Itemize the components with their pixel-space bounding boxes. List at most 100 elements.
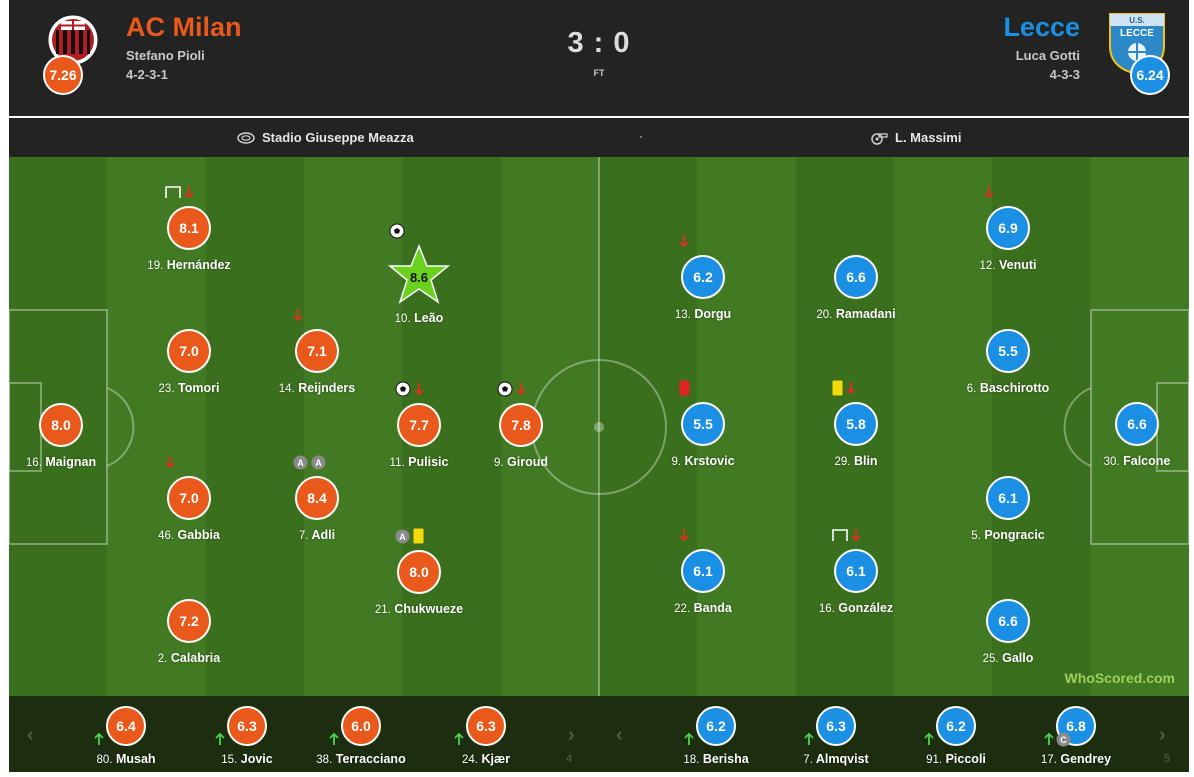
man-of-the-match-star-icon: 8.6 bbox=[387, 243, 451, 306]
player-number: 46. bbox=[158, 530, 175, 542]
player-name: 29. Blin bbox=[776, 454, 936, 468]
player-number: 7. bbox=[298, 530, 309, 542]
svg-text:A: A bbox=[315, 458, 322, 468]
player-name: 30. Falcone bbox=[1057, 454, 1189, 468]
watermark-text: WhoScored.com bbox=[1064, 670, 1175, 686]
player-name-text: Hernández bbox=[166, 258, 231, 272]
player-name: 17. Gendrey bbox=[996, 752, 1156, 766]
player-name: 24. Kjær bbox=[406, 752, 566, 766]
subs-next-arrow-home[interactable]: › bbox=[568, 724, 575, 746]
subs-prev-arrow-home[interactable]: ‹ bbox=[27, 724, 34, 746]
sub-off-arrow-icon bbox=[846, 382, 856, 395]
player-event-icons bbox=[165, 184, 225, 200]
goal-frame-icon bbox=[165, 186, 181, 198]
player-rating: 5.8 bbox=[834, 402, 878, 446]
player-name-text: Berisha bbox=[702, 752, 749, 766]
player-name-text: Banda bbox=[693, 601, 732, 615]
player-name: 18. Berisha bbox=[636, 752, 796, 766]
subs-next-arrow-away[interactable]: › bbox=[1159, 724, 1166, 746]
player-event-icons bbox=[165, 454, 225, 470]
player-number: 5. bbox=[971, 530, 981, 542]
sub-on-arrow-icon bbox=[924, 732, 934, 745]
sub-off-arrow-icon bbox=[851, 529, 861, 542]
player-number: 7. bbox=[803, 754, 813, 766]
sub-on-arrow-icon bbox=[1044, 732, 1054, 745]
player-name-text: Adli bbox=[311, 528, 336, 542]
player-name: 23. Tomori bbox=[109, 381, 269, 395]
player-rating: 6.9 bbox=[986, 206, 1030, 250]
assist-icon: A bbox=[311, 455, 326, 469]
player-name-text: Maignan bbox=[45, 455, 97, 469]
home-team-name[interactable]: AC Milan bbox=[126, 12, 242, 42]
player-number: 6. bbox=[966, 383, 977, 395]
player-name-text: Reijnders bbox=[298, 381, 356, 395]
away-subs-next-partial: 5 bbox=[1164, 753, 1171, 765]
player-name-text: Gallo bbox=[1002, 651, 1034, 665]
away-team-meta: Luca Gotti 4-3-3 bbox=[1016, 46, 1080, 84]
player-name-text: Pulisic bbox=[408, 455, 449, 469]
player-name: 14. Reijnders bbox=[237, 381, 397, 395]
player-rating: 6.3 bbox=[466, 706, 506, 746]
player-number: 29. bbox=[834, 456, 851, 468]
player-rating: 6.3 bbox=[227, 706, 267, 746]
player-name: 91. Piccoli bbox=[876, 752, 1036, 766]
sub-on-arrow-icon bbox=[94, 732, 104, 745]
player-number: 25. bbox=[982, 653, 999, 665]
player-rating: 6.4 bbox=[106, 706, 146, 746]
player-number: 91. bbox=[926, 754, 943, 766]
pitch-stripe bbox=[894, 157, 994, 696]
player-rating: 6.6 bbox=[834, 255, 878, 299]
player-rating: 6.1 bbox=[834, 549, 878, 593]
player-name: 16. González bbox=[776, 601, 936, 615]
match-status: FT bbox=[593, 68, 605, 78]
pitch-stripe bbox=[304, 157, 404, 696]
home-team-crest[interactable] bbox=[47, 12, 99, 68]
red-card-icon bbox=[679, 380, 690, 396]
player-name: 11. Pulisic bbox=[339, 455, 499, 469]
sub-off-arrow-icon bbox=[293, 309, 303, 322]
svg-text:C: C bbox=[1060, 735, 1067, 745]
goal-ball-icon bbox=[389, 223, 405, 239]
player-name-text: Krstovic bbox=[684, 454, 735, 468]
player-name-text: Blin bbox=[853, 454, 878, 468]
player-rating: 7.1 bbox=[295, 329, 339, 373]
player-rating: 6.2 bbox=[696, 706, 736, 746]
sub-off-arrow-icon bbox=[165, 456, 175, 469]
home-manager: Stefano Pioli bbox=[126, 48, 205, 63]
sub-off-arrow-icon bbox=[679, 529, 689, 542]
player-event-icons bbox=[395, 381, 455, 397]
player-name-text: González bbox=[838, 601, 894, 615]
subs-prev-arrow-away[interactable]: ‹ bbox=[616, 724, 623, 746]
player-event-icons bbox=[389, 223, 449, 239]
sub-on-arrow-icon bbox=[454, 732, 464, 745]
player-name: 9. Giroud bbox=[441, 455, 601, 469]
player-number: 21. bbox=[374, 604, 391, 616]
player-name-text: Almqvist bbox=[815, 752, 869, 766]
player-name: 80. Musah bbox=[46, 752, 206, 766]
stadium-icon bbox=[237, 131, 255, 144]
sub-event-icons: C bbox=[1044, 732, 1071, 747]
player-rating: 6.0 bbox=[341, 706, 381, 746]
away-manager: Luca Gotti bbox=[1015, 48, 1080, 63]
player-name-text: Gendrey bbox=[1060, 752, 1112, 766]
player-name: 38. Terracciano bbox=[281, 752, 441, 766]
player-number: 9. bbox=[671, 456, 682, 468]
player-rating: 7.0 bbox=[167, 476, 211, 520]
yellow-card-icon bbox=[832, 380, 843, 396]
player-name-text: Kjær bbox=[481, 752, 510, 766]
sub-event-icons bbox=[454, 732, 464, 746]
assist-icon: A bbox=[293, 455, 308, 469]
player-rating: 8.6 bbox=[409, 269, 429, 285]
player-rating: 6.6 bbox=[1115, 402, 1159, 446]
player-rating: 8.4 bbox=[295, 476, 339, 520]
player-rating: 6.3 bbox=[816, 706, 856, 746]
player-number: 38. bbox=[316, 754, 333, 766]
away-team-name[interactable]: Lecce bbox=[1003, 12, 1080, 42]
whistle-icon bbox=[871, 132, 888, 145]
player-name: 7. Adli bbox=[237, 528, 397, 542]
player-name-text: Falcone bbox=[1123, 454, 1171, 468]
player-number: 24. bbox=[462, 754, 479, 766]
